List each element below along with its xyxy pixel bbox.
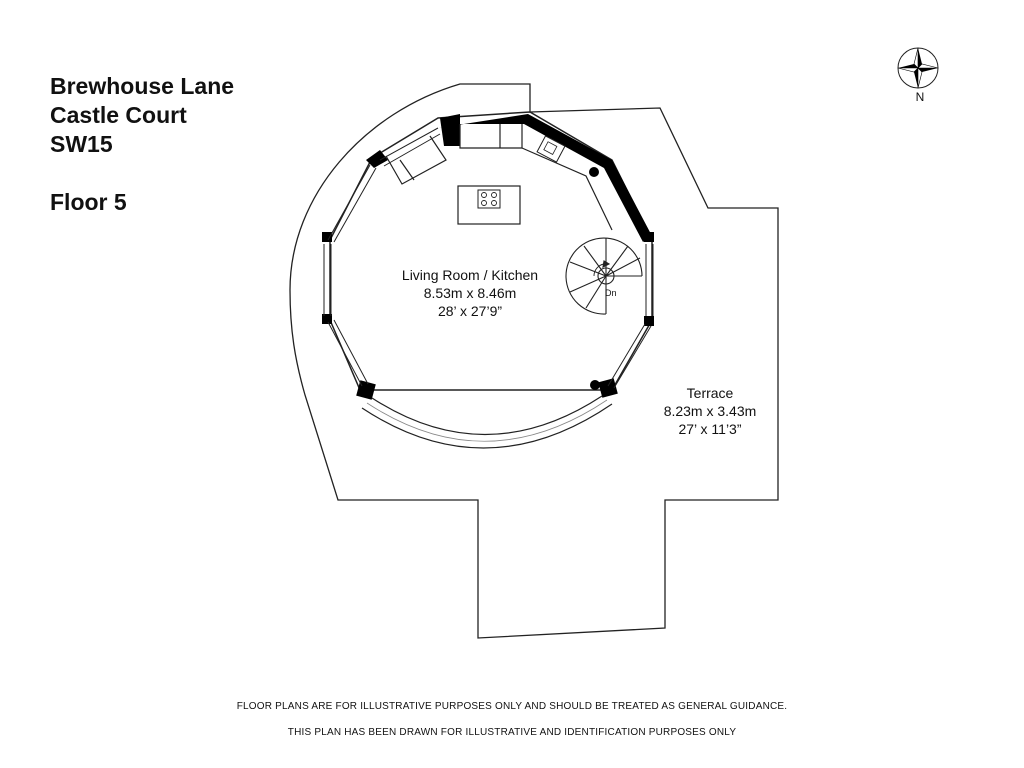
wall-block-top-left	[440, 114, 460, 146]
terrace-label: Terrace 8.23m x 3.43m 27’ x 11’3”	[630, 384, 790, 438]
wall-post	[644, 232, 654, 242]
compass-icon	[897, 47, 939, 89]
disclaimer-guidance: FLOOR PLANS ARE FOR ILLUSTRATIVE PURPOSE…	[236, 701, 788, 712]
floor-label: Floor 5	[50, 189, 127, 215]
column-icon	[589, 167, 599, 177]
room-size-imperial: 27’ x 11’3”	[678, 421, 742, 437]
hob-ring-icon	[481, 200, 487, 206]
wall-post	[644, 316, 654, 326]
curved-glazing-outer	[361, 403, 613, 449]
wall-post	[356, 380, 376, 400]
curved-glazing-inner	[371, 395, 603, 436]
kitchen-island	[457, 185, 521, 225]
address-block: Brewhouse Lane Castle Court SW15 Floor 5	[50, 72, 234, 217]
sink-icon	[536, 135, 566, 163]
living-room-label: Living Room / Kitchen 8.53m x 8.46m 28’ …	[370, 266, 570, 320]
wall-post	[322, 232, 332, 242]
hob-ring-icon	[491, 200, 497, 206]
hob-icon	[477, 189, 501, 209]
spiral-staircase	[565, 237, 643, 315]
address-line-building: Castle Court	[50, 102, 187, 128]
room-size-imperial: 28’ x 27’9”	[437, 303, 503, 319]
address-line-postcode: SW15	[50, 131, 113, 157]
wall-post	[598, 378, 618, 398]
kitchen-thick-wall	[438, 114, 652, 242]
curved-glazing-mid	[366, 399, 608, 442]
room-size-metric: 8.23m x 3.43m	[663, 403, 757, 419]
hob-ring-icon	[481, 192, 487, 198]
room-size-metric: 8.53m x 8.46m	[423, 285, 517, 301]
column-icon	[590, 380, 600, 390]
corner-wall-left	[366, 150, 388, 168]
compass-north-label: N	[915, 90, 925, 104]
room-name: Living Room / Kitchen	[401, 267, 539, 283]
wall-post	[322, 314, 332, 324]
windows	[323, 127, 654, 389]
kitchen-units	[385, 124, 613, 231]
hob-ring-icon	[491, 192, 497, 198]
disclaimer-identification: THIS PLAN HAS BEEN DRAWN FOR ILLUSTRATIV…	[287, 727, 737, 738]
sink-basin-icon	[543, 141, 558, 155]
address-line-street: Brewhouse Lane	[50, 73, 235, 99]
room-name: Terrace	[686, 385, 734, 401]
stairs-down-label: Dn	[605, 288, 617, 298]
terrace-outline	[289, 83, 779, 639]
